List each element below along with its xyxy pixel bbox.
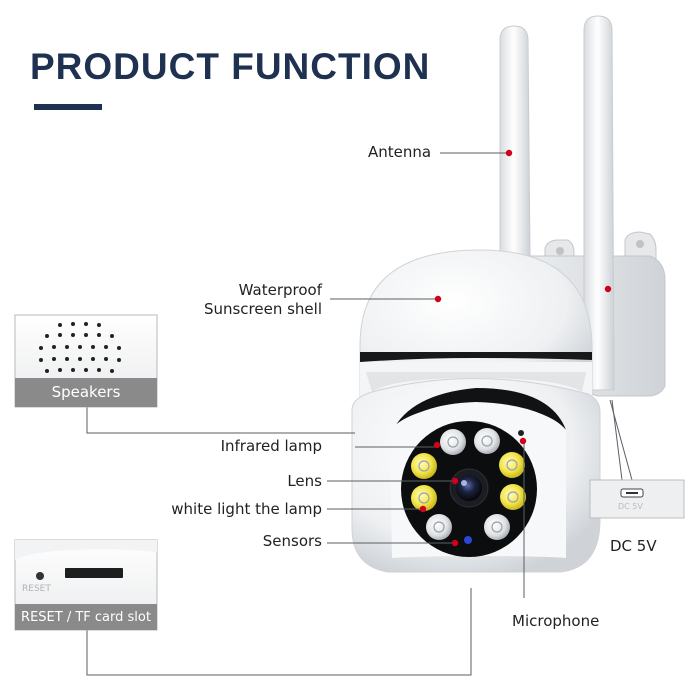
ir-led-icon — [484, 514, 510, 540]
shell-label-line2: Sunscreen shell — [203, 300, 322, 318]
speaker-grille-icon — [39, 322, 121, 373]
white-led-icon — [499, 452, 525, 478]
ir-led-icon — [426, 514, 452, 540]
antenna-label: Antenna — [368, 143, 432, 161]
white-led-icon — [411, 453, 437, 479]
reset-caption: RESET / TF card slot — [21, 610, 151, 625]
microphone-hole-icon — [518, 430, 524, 436]
white-led-icon — [500, 484, 526, 510]
reset-hole-icon — [36, 572, 44, 580]
speakers-inset — [14, 314, 158, 408]
dc-embossed-text: DC 5V — [618, 502, 643, 511]
title-underline — [34, 104, 102, 110]
white-led-icon — [411, 485, 437, 511]
page-title: PRODUCT FUNCTION — [30, 46, 431, 87]
microphone-label: Microphone — [512, 612, 600, 630]
speakers-caption: Speakers — [51, 383, 121, 401]
lens-icon — [456, 475, 482, 501]
antenna-icon — [499, 15, 615, 391]
ir-led-icon — [440, 429, 466, 455]
sd-slot-icon — [65, 568, 123, 578]
shell-label-line1: Waterproof — [238, 281, 322, 299]
reset-embossed-text: RESET — [22, 584, 51, 594]
white-light-label: white light the lamp — [171, 500, 322, 518]
callout-lines — [86, 152, 633, 676]
dc-port-inset — [589, 479, 685, 519]
infrared-lamp-label: Infrared lamp — [220, 437, 322, 455]
reset-tf-inset — [14, 539, 158, 631]
sensors-label: Sensors — [262, 532, 322, 550]
camera-face — [401, 421, 537, 557]
callout-dots — [419, 149, 612, 547]
lens-label: Lens — [287, 472, 322, 490]
dc-power-label: DC 5V — [610, 537, 657, 555]
sensor-icon — [464, 536, 472, 544]
ir-led-icon — [474, 428, 500, 454]
